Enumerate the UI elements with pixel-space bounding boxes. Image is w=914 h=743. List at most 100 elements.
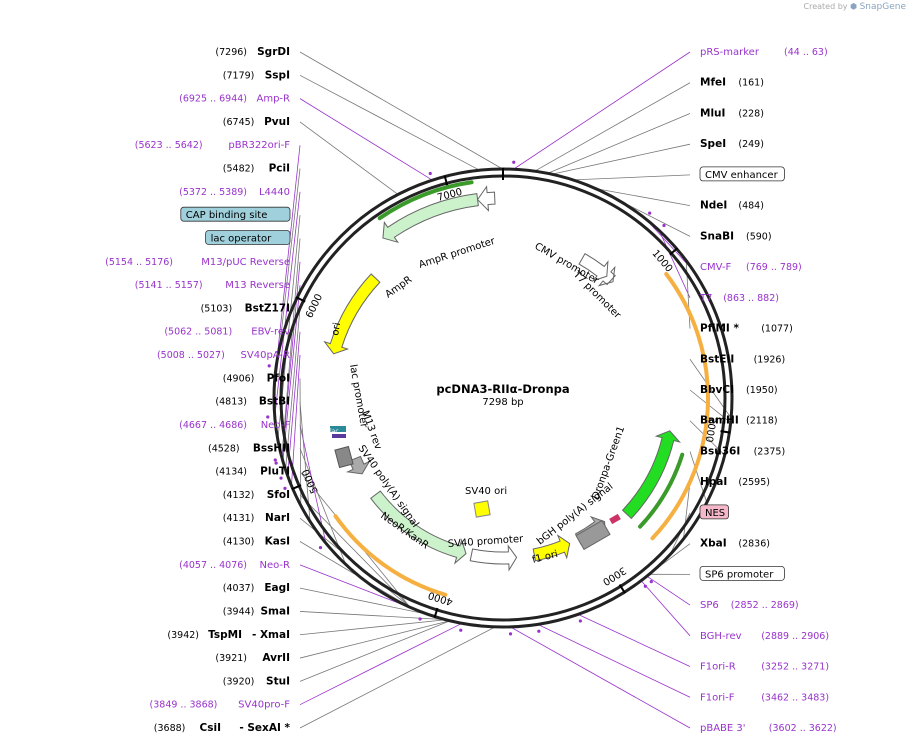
sv40-polya-block[interactable] [334, 445, 354, 469]
primer-mark [643, 584, 647, 588]
site-eagi[interactable]: EagI(4037) [223, 582, 290, 594]
site-prs-marker[interactable]: pRS-marker(44 .. 63) [700, 47, 828, 58]
site-bsteii[interactable]: BstEII(1926) [700, 353, 785, 365]
site-position: (5154 .. 5176) [105, 257, 173, 268]
site-name: SV40pA-R [241, 350, 290, 361]
site-bsshii[interactable]: BssHII(4528) [208, 442, 290, 454]
site-lac-operator[interactable]: lac operator [205, 230, 291, 245]
site-l4440[interactable]: L4440(5372 .. 5389) [179, 187, 290, 198]
site-ndei[interactable]: NdeI(484) [700, 200, 764, 212]
site-position: (3921) [215, 653, 247, 664]
site-sv40pro-f[interactable]: SV40pro-F(3849 .. 3868) [150, 700, 291, 711]
feature-neor-kanr[interactable] [370, 490, 467, 565]
site-pflmi-[interactable]: PflMI *(1077) [700, 323, 793, 335]
feature-f1-ori[interactable] [532, 534, 571, 562]
leader-line [299, 98, 433, 181]
site-nes[interactable]: NES [699, 504, 730, 520]
site-mlui[interactable]: MluI(228) [700, 107, 764, 119]
site-name: SV40pro-F [238, 700, 290, 711]
site-xbai[interactable]: XbaI(2836) [700, 538, 770, 550]
site-avrii[interactable]: AvrII(3921) [215, 652, 290, 664]
site-position: (2889 .. 2906) [761, 631, 829, 642]
feature-t7-promoter[interactable] [597, 265, 616, 287]
site-stui[interactable]: StuI(3920) [223, 675, 290, 687]
site-amp-r[interactable]: Amp-R(6925 .. 6944) [179, 94, 290, 105]
site-f1ori-f[interactable]: F1ori-F(3462 .. 3483) [700, 692, 829, 703]
site-neo-f[interactable]: Neo-F(4667 .. 4686) [179, 420, 290, 431]
site-bbvci[interactable]: BbvCI(1950) [700, 384, 778, 396]
site-pluti[interactable]: PluTI(4134) [215, 466, 290, 478]
site-name: BGH-rev [700, 631, 742, 642]
sv40-ori-feature[interactable] [473, 500, 491, 518]
site-ebv-rev[interactable]: EBV-rev(5062 .. 5081) [164, 327, 290, 338]
feature-ori[interactable] [323, 273, 381, 355]
site-kasi[interactable]: KasI(4130) [223, 536, 290, 548]
site-position: (4906) [223, 373, 255, 384]
site-bamhi[interactable]: BamHI(2118) [700, 415, 778, 427]
site-sv40pa-r[interactable]: SV40pA-R(5008 .. 5027) [157, 350, 290, 361]
site-sfoi[interactable]: SfoI(4132) [223, 489, 290, 501]
tick-mark [618, 584, 626, 594]
site-mfei[interactable]: MfeI(161) [700, 77, 764, 89]
site-csii[interactable]: - SexAI *CsiI(3688) [154, 722, 291, 734]
leader-line [577, 613, 691, 667]
site-pbr322ori-f[interactable]: pBR322ori-F(5623 .. 5642) [135, 140, 290, 151]
site-smai[interactable]: SmaI(3944) [223, 605, 290, 617]
site-pvui[interactable]: PvuI(6745) [223, 116, 290, 128]
site-cap-binding-site[interactable]: CAP binding site [180, 206, 291, 222]
site-neo-r[interactable]: Neo-R(4057 .. 4076) [179, 560, 290, 571]
site-pfoi[interactable]: PfoI(4906) [223, 372, 290, 384]
site-position: (1926) [754, 354, 786, 365]
feature-dronpa-green1[interactable] [621, 430, 682, 520]
site-bstz17i[interactable]: BstZ17I(5103) [201, 302, 290, 314]
site-sp6-promoter[interactable]: SP6 promoter [699, 565, 785, 581]
site-sgrdi[interactable]: SgrDI(7296) [215, 46, 290, 58]
leader-line [287, 331, 301, 476]
site-bgh-rev[interactable]: BGH-rev (2889 .. 2906) [700, 631, 829, 642]
site-bstbi[interactable]: BstBI(4813) [215, 396, 290, 408]
site-cmv-f[interactable]: CMV-F(769 .. 789) [700, 262, 802, 273]
site-position: (1077) [761, 324, 793, 335]
feature-cmv-promoter[interactable] [578, 252, 609, 282]
site-position: (5103) [201, 303, 233, 314]
credit-prefix: Created by [803, 2, 848, 11]
site-name: pBABE 3' [700, 723, 746, 734]
site-pcii[interactable]: PciI(5482) [223, 163, 290, 175]
primer-mark [266, 415, 270, 419]
site-snabi[interactable]: SnaBI(590) [700, 230, 772, 242]
site-f1ori-r[interactable]: F1ori-R(3252 .. 3271) [700, 662, 829, 673]
site-hpai[interactable]: HpaI(2595) [700, 476, 770, 488]
site-labels: pRS-marker(44 .. 63) MfeI(161) MluI(228) Sp… [105, 46, 837, 734]
site-m13-puc-reverse[interactable]: M13/pUC Reverse(5154 .. 5176) [105, 257, 290, 268]
site-cmv-enhancer[interactable]: CMV enhancer [699, 166, 785, 182]
site-position: (4131) [223, 513, 255, 524]
bgh-block[interactable] [575, 519, 611, 551]
tick-mark [443, 175, 449, 186]
leader-line [299, 74, 480, 171]
orf-arc-neo [333, 514, 448, 597]
feature-sv40-promoter[interactable] [469, 544, 518, 572]
site-spei[interactable]: SpeI(249) [700, 138, 764, 150]
feature-box-label: lac operator [211, 233, 272, 244]
leader-line [547, 113, 691, 174]
snapgene-logo-icon: ⬢ [850, 2, 858, 11]
tick-mark [291, 484, 302, 491]
feature-ampr[interactable] [382, 193, 479, 244]
site-sp6[interactable]: SP6(2852 .. 2869) [700, 600, 799, 611]
nes-block[interactable] [609, 513, 621, 525]
feature-ampr-promoter[interactable] [476, 185, 496, 212]
leader-line [551, 143, 691, 175]
cap-block[interactable] [332, 434, 346, 438]
site-t7[interactable]: T7(863 .. 882) [699, 293, 779, 304]
site-m13-reverse[interactable]: M13 Reverse(5141 .. 5157) [135, 280, 290, 291]
site-sspi[interactable]: SspI(7179) [223, 69, 290, 81]
site-nari[interactable]: NarI(4131) [223, 512, 290, 524]
site-name: MfeI [700, 77, 726, 89]
lac-operator-block[interactable] [330, 426, 346, 432]
leader-line [275, 145, 301, 367]
site-pbabe-3-[interactable]: pBABE 3'(3602 .. 3622) [700, 723, 837, 734]
site-name: BssHII [253, 442, 290, 454]
site-bsu36i[interactable]: Bsu36I(2375) [700, 445, 785, 457]
site-name: M13 Reverse [225, 280, 290, 291]
